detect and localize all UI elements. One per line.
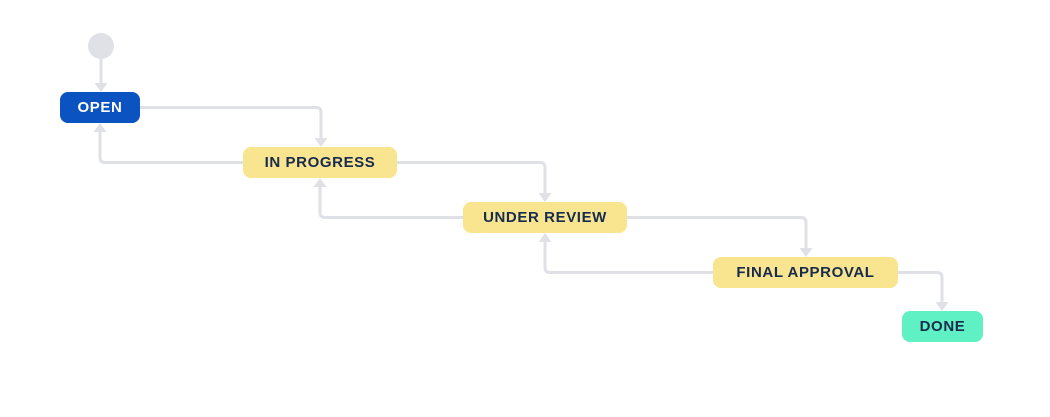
transition-final-approval-to-done[interactable] bbox=[898, 271, 944, 303]
transition-in-progress-to-open[interactable] bbox=[98, 132, 243, 164]
arrowhead-under-review-to-in-progress bbox=[313, 178, 327, 187]
transition-in-progress-to-under-review[interactable] bbox=[397, 161, 547, 194]
transition-under-review-to-final-approval[interactable] bbox=[627, 216, 808, 249]
status-node-in-progress[interactable]: IN PROGRESS bbox=[243, 147, 397, 178]
transition-final-approval-to-under-review[interactable] bbox=[543, 242, 713, 274]
arrowhead-open-to-in-progress bbox=[314, 138, 328, 147]
arrowhead-under-review-to-final-approval bbox=[799, 248, 813, 257]
arrowhead-final-approval-to-under-review bbox=[538, 233, 552, 242]
arrowhead-in-progress-to-open bbox=[93, 123, 107, 132]
transition-open-to-in-progress[interactable] bbox=[140, 106, 323, 139]
start-node-circle[interactable] bbox=[88, 33, 114, 59]
transition-under-review-to-in-progress[interactable] bbox=[318, 187, 463, 219]
status-node-done[interactable]: DONE bbox=[902, 311, 983, 342]
status-node-open[interactable]: OPEN bbox=[60, 92, 140, 123]
arrowhead-final-approval-to-done bbox=[935, 302, 949, 311]
status-node-final-approval[interactable]: FINAL APPROVAL bbox=[713, 257, 898, 288]
arrowhead-in-progress-to-under-review bbox=[538, 193, 552, 202]
arrowhead-start-to-open bbox=[94, 83, 108, 92]
status-node-under-review[interactable]: UNDER REVIEW bbox=[463, 202, 627, 233]
